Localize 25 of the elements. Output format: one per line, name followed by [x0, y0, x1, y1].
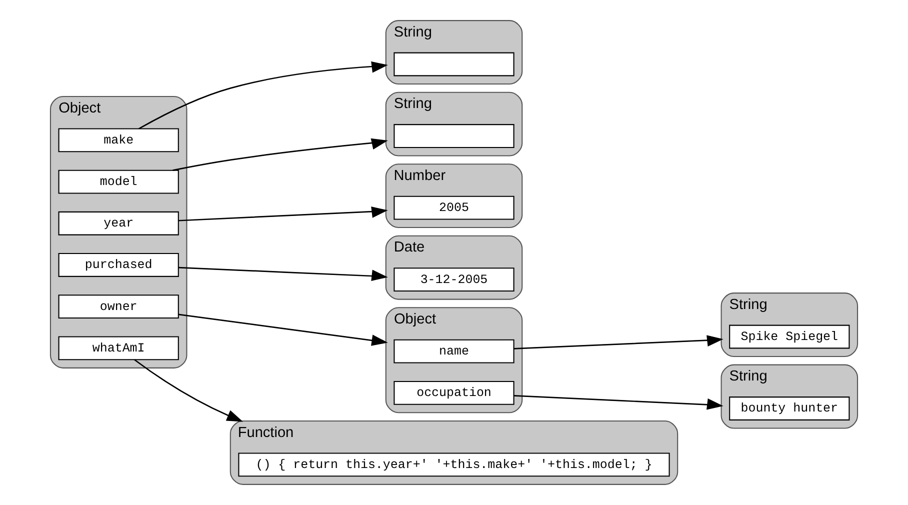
node-box: purchased — [58, 253, 179, 277]
arrow — [178, 314, 388, 346]
node-box: year — [58, 211, 179, 236]
node-box: occupation — [394, 380, 514, 405]
cluster: String — [385, 92, 523, 156]
arrow — [178, 266, 388, 282]
arrow — [134, 359, 244, 422]
cluster: String — [385, 20, 523, 85]
node-box: bounty hunter — [729, 396, 850, 420]
node-box: model — [58, 170, 179, 194]
node-box: owner — [58, 294, 179, 319]
arrow — [514, 335, 724, 350]
node-box: Spike Spiegel — [729, 324, 850, 349]
node-box: 2005 — [394, 196, 514, 220]
node-box — [394, 124, 514, 148]
arrow — [172, 138, 388, 171]
node-box: 3-12-2005 — [394, 268, 514, 292]
node-box: whatAmI — [58, 336, 179, 360]
arrow — [138, 61, 388, 130]
node-box — [394, 52, 514, 76]
node-box: () { return this.year+' '+this.make+' '+this.model; } — [238, 452, 670, 477]
arrow — [514, 394, 724, 410]
node-box: make — [58, 128, 179, 152]
node-box: name — [394, 339, 514, 364]
arrow — [178, 206, 388, 222]
